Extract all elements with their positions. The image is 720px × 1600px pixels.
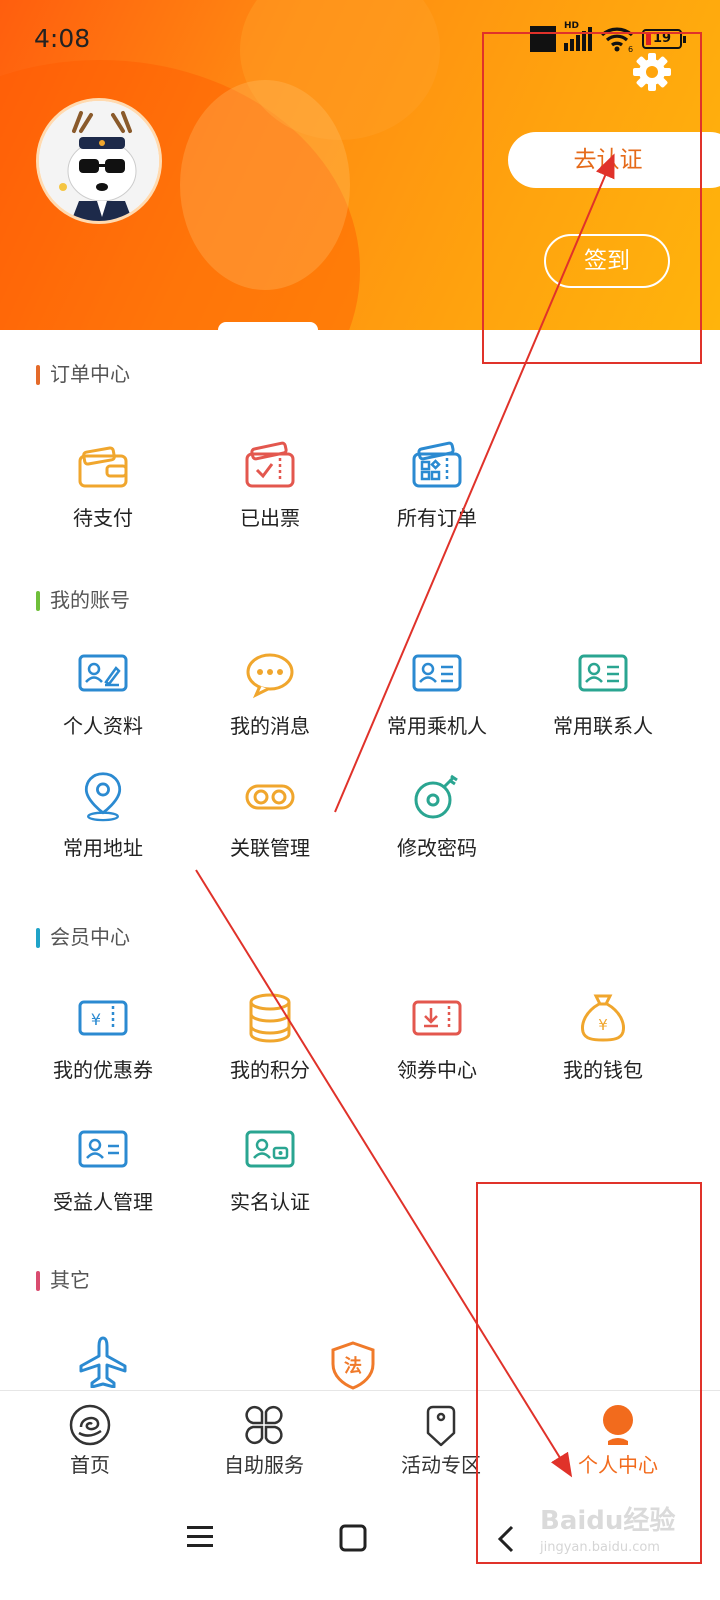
grid-item-label: 关联管理 (230, 836, 310, 860)
grid-item-all-orders[interactable]: 所有订单 (352, 440, 522, 531)
watermark-brand: Baidu经验 (540, 1506, 676, 1536)
grid-item-label: 受益人管理 (53, 1190, 153, 1214)
grid-item-label: 所有订单 (397, 506, 477, 530)
grid-item-label: 我的钱包 (563, 1058, 643, 1082)
contact-card-icon (578, 654, 628, 692)
avatar[interactable] (36, 98, 162, 224)
grid-item-contacts[interactable]: 常用联系人 (518, 648, 688, 739)
id-card-icon (412, 654, 462, 692)
grid-item-label: 常用联系人 (553, 714, 653, 738)
law-badge: 法 (344, 1355, 362, 1377)
section-title-account: 我的账号 (36, 588, 130, 612)
watermark-url: jingyan.baidu.com (540, 1540, 660, 1555)
grid-item-label: 已出票 (240, 506, 300, 530)
grid-item-label: 常用地址 (63, 836, 143, 860)
grid-item-ticketed[interactable]: 已出票 (185, 440, 355, 531)
grid-item-passengers[interactable]: 常用乘机人 (352, 648, 522, 739)
signal-icon: HD (564, 21, 592, 51)
section-title-other: 其它 (36, 1268, 90, 1292)
four-petals-icon (245, 1405, 283, 1445)
header-notch (218, 322, 318, 336)
grid-item-label: 我的优惠券 (53, 1058, 153, 1082)
coupon-download-icon (412, 1000, 462, 1036)
airplane-icon (79, 1336, 127, 1388)
grid-item-addresses[interactable]: 常用地址 (18, 770, 188, 861)
link-rings-icon (245, 784, 295, 810)
grid-item-beneficiaries[interactable]: 受益人管理 (18, 1124, 188, 1215)
coupon-yen-icon: ¥ (78, 1000, 128, 1036)
grid-item-label: 常用乘机人 (387, 714, 487, 738)
grid-item-wallet[interactable]: ¥ 我的钱包 (518, 992, 688, 1083)
tab-profile[interactable]: 个人中心 (528, 1403, 708, 1478)
section-title-orders: 订单中心 (36, 362, 130, 386)
chat-bubble-icon (246, 653, 294, 699)
home-swirl-icon (69, 1404, 111, 1446)
verified-id-icon (245, 1130, 295, 1168)
grid-item-label: 我的积分 (230, 1058, 310, 1082)
grid-item-coupons[interactable]: ¥ 我的优惠券 (18, 992, 188, 1083)
wifi-sub: 6 (628, 45, 633, 52)
grid-item-linked-accounts[interactable]: 关联管理 (185, 770, 355, 861)
tab-label: 个人中心 (578, 1453, 658, 1477)
wallet-icon (78, 446, 128, 488)
id-card-edit-icon (78, 654, 128, 692)
home-square-icon[interactable] (339, 1524, 367, 1552)
status-icons: HD 6 19 (530, 21, 686, 52)
tag-icon (426, 1405, 456, 1447)
grid-item-legal[interactable]: 法 (268, 1340, 438, 1392)
key-icon (414, 774, 458, 819)
annotation-box-header (482, 32, 702, 364)
grid-item-profile[interactable]: 个人资料 (18, 648, 188, 739)
system-nav-bar (0, 1490, 720, 1600)
grid-item-real-name-verify[interactable]: 实名认证 (185, 1124, 355, 1215)
grid-item-label: 领券中心 (397, 1058, 477, 1082)
grid-item-messages[interactable]: 我的消息 (185, 648, 355, 739)
tab-home[interactable]: 首页 (0, 1403, 180, 1478)
ticket-grid-icon (412, 441, 462, 488)
svg-text:¥: ¥ (598, 1016, 608, 1034)
grid-item-points[interactable]: 我的积分 (185, 992, 355, 1083)
battery-icon: 19 (642, 29, 686, 49)
grid-item-coupon-center[interactable]: 领券中心 (352, 992, 522, 1083)
coin-stack-icon (249, 993, 291, 1043)
grid-item-pending-payment[interactable]: 待支付 (18, 440, 188, 531)
grid-item-flights[interactable] (18, 1336, 188, 1388)
header-decoration (180, 80, 350, 290)
network-type: HD (564, 21, 580, 31)
grid-item-label: 我的消息 (230, 714, 310, 738)
status-time: 4:08 (34, 24, 91, 53)
person-icon (603, 1405, 633, 1445)
svg-text:¥: ¥ (91, 1010, 101, 1029)
sim-icon (530, 26, 556, 52)
money-bag-icon: ¥ (581, 994, 625, 1042)
back-chevron-icon[interactable] (494, 1524, 518, 1554)
location-pin-icon (84, 772, 122, 822)
menu-icon[interactable] (186, 1524, 214, 1550)
grid-item-label: 待支付 (73, 506, 133, 530)
grid-item-label: 修改密码 (397, 836, 477, 860)
section-title-member: 会员中心 (36, 925, 130, 949)
grid-item-label: 实名认证 (230, 1190, 310, 1214)
tab-label: 首页 (70, 1453, 110, 1477)
tab-self-service[interactable]: 自助服务 (174, 1403, 354, 1478)
grid-item-change-password[interactable]: 修改密码 (352, 770, 522, 861)
settings-gear-icon[interactable] (632, 52, 672, 92)
ticket-check-icon (245, 441, 295, 488)
header-decoration (240, 0, 440, 140)
person-card-icon (78, 1130, 128, 1168)
legal-shield-icon: 法 (331, 1341, 375, 1390)
grid-item-label: 个人资料 (63, 714, 143, 738)
deer-pilot-avatar-icon (39, 101, 159, 221)
tab-label: 自助服务 (224, 1453, 304, 1477)
